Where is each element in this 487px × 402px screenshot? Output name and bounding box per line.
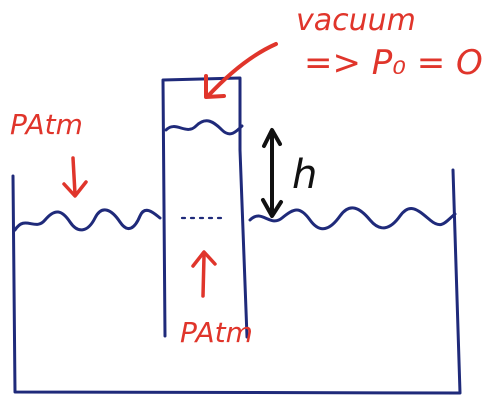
tube-outline: [161, 76, 249, 339]
patm-bottom-arrow: [201, 254, 206, 298]
patm-bottom-label: PAtm: [180, 316, 253, 349]
patm-left-arrow: [71, 156, 77, 196]
basin-surface-left: [13, 208, 162, 232]
height-label: h: [292, 152, 317, 198]
vacuum-arrow: [206, 42, 278, 98]
pressure-zero-label: => P₀ = O: [304, 43, 483, 83]
height-arrowhead-top: [262, 128, 282, 148]
height-arrowhead-bottom: [261, 198, 283, 218]
vacuum-arrowhead: [204, 74, 226, 99]
patm-bottom-arrowhead: [191, 250, 217, 268]
vacuum-label: vacuum: [296, 3, 416, 38]
patm-left-label: PAtm: [10, 108, 83, 141]
patm-left-arrowhead: [62, 180, 88, 198]
basin-outline: [11, 168, 462, 395]
tube-liquid-surface: [164, 119, 244, 136]
basin-surface-right: [248, 206, 457, 231]
